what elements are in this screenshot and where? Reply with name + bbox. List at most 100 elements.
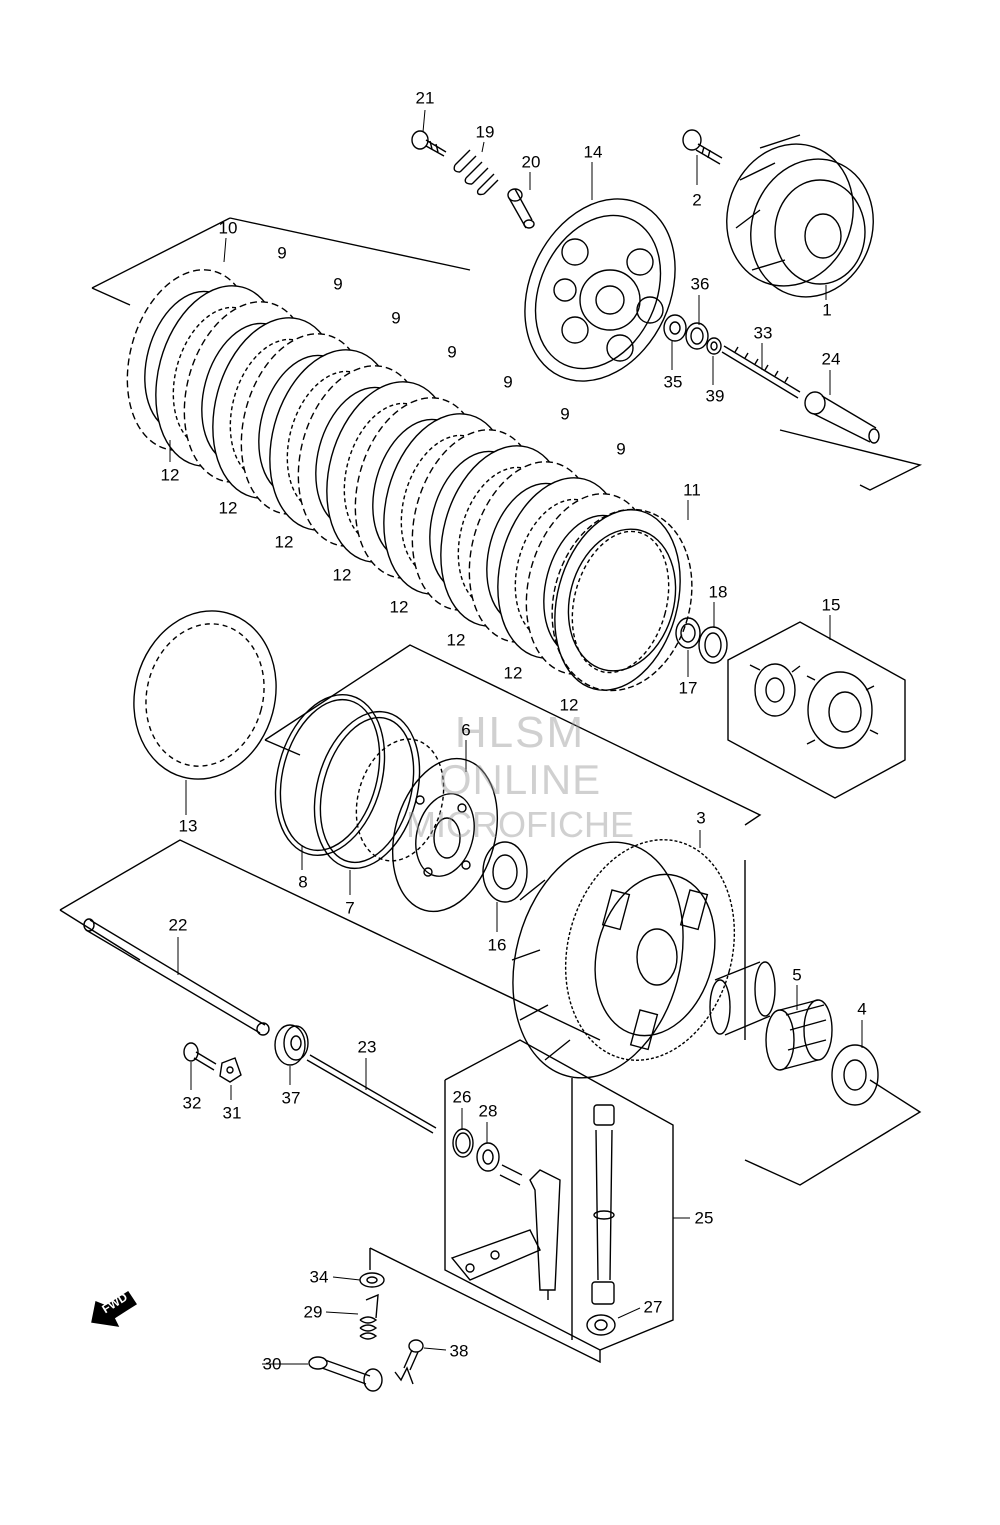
watermark-line-3: MICROFICHE xyxy=(406,804,634,845)
callout-11: 11 xyxy=(683,480,701,500)
callout-23: 23 xyxy=(357,1037,377,1057)
part-4-thrust-washer xyxy=(831,1044,879,1106)
part-3-clutch-basket xyxy=(511,839,736,1079)
part-14-pressure-plate xyxy=(524,198,676,382)
callout-3: 3 xyxy=(696,808,706,828)
callout-9-c: 9 xyxy=(391,308,401,328)
part-22-push-rod xyxy=(83,918,270,1036)
callout-12-h: 12 xyxy=(559,695,579,715)
part-25-release-arm xyxy=(450,1164,561,1300)
frame-part25 xyxy=(444,1039,674,1351)
part-20-pin xyxy=(507,188,535,229)
part-24-pusher xyxy=(804,391,880,444)
callout-10: 10 xyxy=(218,218,238,238)
callout-21: 21 xyxy=(415,88,435,108)
callout-18: 18 xyxy=(708,582,728,602)
callout-34: 34 xyxy=(309,1267,329,1287)
callout-38: 38 xyxy=(449,1341,469,1361)
callout-9-e: 9 xyxy=(503,372,513,392)
part-38-bolt xyxy=(394,1339,424,1385)
part-sleeve xyxy=(709,961,776,1036)
plate-inner-edge xyxy=(571,530,670,674)
callout-22: 22 xyxy=(168,915,188,935)
callout-9-g: 9 xyxy=(616,439,626,459)
callout-24: 24 xyxy=(821,349,841,369)
callout-12-a: 12 xyxy=(160,465,180,485)
part-26-o-ring xyxy=(452,1128,474,1158)
callout-9-d: 9 xyxy=(447,342,457,362)
part-21-bolt xyxy=(411,130,447,157)
callout-2: 2 xyxy=(692,190,702,210)
part-5-needle-bearing xyxy=(765,999,833,1071)
callout-36: 36 xyxy=(690,274,710,294)
part-8-ring xyxy=(274,693,386,857)
frame-basket xyxy=(59,839,922,1186)
callout-12-g: 12 xyxy=(503,663,523,683)
callout-9-a: 9 xyxy=(277,243,287,263)
callout-6: 6 xyxy=(461,720,471,740)
callout-12-f: 12 xyxy=(446,630,466,650)
watermark-line-2: ONLINE xyxy=(438,756,602,803)
part-23-push-rod xyxy=(306,1054,437,1134)
callout-8: 8 xyxy=(298,872,308,892)
fwd-arrow-icon xyxy=(91,1291,137,1327)
callout-30: 30 xyxy=(262,1354,282,1374)
part-1-starter-clutch xyxy=(726,134,874,298)
callout-27: 27 xyxy=(643,1297,663,1317)
callout-7: 7 xyxy=(345,898,355,918)
callout-9-b: 9 xyxy=(333,274,343,294)
callout-5: 5 xyxy=(792,965,802,985)
part-release-shaft xyxy=(591,1104,615,1305)
frame-hub xyxy=(264,644,762,826)
part-6-clutch-hub xyxy=(355,738,499,913)
leader-lines xyxy=(169,109,863,1365)
part-19-spring xyxy=(453,149,499,196)
callout-9-f: 9 xyxy=(560,404,570,424)
callout-12-d: 12 xyxy=(332,565,352,585)
part-2-bolt xyxy=(682,129,723,165)
callout-32: 32 xyxy=(182,1093,202,1113)
part-35-washer xyxy=(663,314,687,342)
callout-19: 19 xyxy=(475,122,495,142)
watermark-line-1: HLSM xyxy=(454,708,586,757)
part-39-nut xyxy=(706,337,722,355)
callout-4: 4 xyxy=(857,999,867,1019)
part-27-seal xyxy=(586,1314,616,1336)
frame-part15 xyxy=(727,621,906,799)
callout-16: 16 xyxy=(487,935,507,955)
part-33-push-rod xyxy=(721,345,801,399)
frame-upper-plates xyxy=(91,217,923,491)
callout-25: 25 xyxy=(694,1208,714,1228)
part-30-lever xyxy=(308,1356,383,1392)
part-17-spring-washer xyxy=(675,617,701,649)
callout-26: 26 xyxy=(452,1087,472,1107)
part-13-plate xyxy=(133,610,277,780)
callout-15: 15 xyxy=(821,595,841,615)
part-28-seal xyxy=(476,1142,500,1172)
callout-31: 31 xyxy=(222,1103,242,1123)
callout-12-c: 12 xyxy=(274,532,294,552)
callout-39: 39 xyxy=(705,386,725,406)
callout-1: 1 xyxy=(822,300,832,320)
callout-14: 14 xyxy=(583,142,603,162)
part-16-washer xyxy=(482,841,528,903)
frame-part38 xyxy=(369,1247,601,1364)
part-32-bolt xyxy=(183,1042,217,1071)
callout-20: 20 xyxy=(521,152,541,172)
clutch-plate-stack xyxy=(126,269,681,691)
part-37-bearing xyxy=(274,1024,309,1066)
callout-12-e: 12 xyxy=(389,597,409,617)
callout-33: 33 xyxy=(753,323,773,343)
part-29-spring xyxy=(359,1293,379,1340)
callout-17: 17 xyxy=(678,678,698,698)
callout-12-b: 12 xyxy=(218,498,238,518)
callout-35: 35 xyxy=(663,372,683,392)
part-36-bearing xyxy=(685,322,709,350)
part-31-plate xyxy=(219,1057,242,1083)
part-7-ring xyxy=(313,710,421,870)
part-15-damper xyxy=(749,663,879,749)
part-18-washer xyxy=(698,626,728,664)
callout-28: 28 xyxy=(478,1101,498,1121)
